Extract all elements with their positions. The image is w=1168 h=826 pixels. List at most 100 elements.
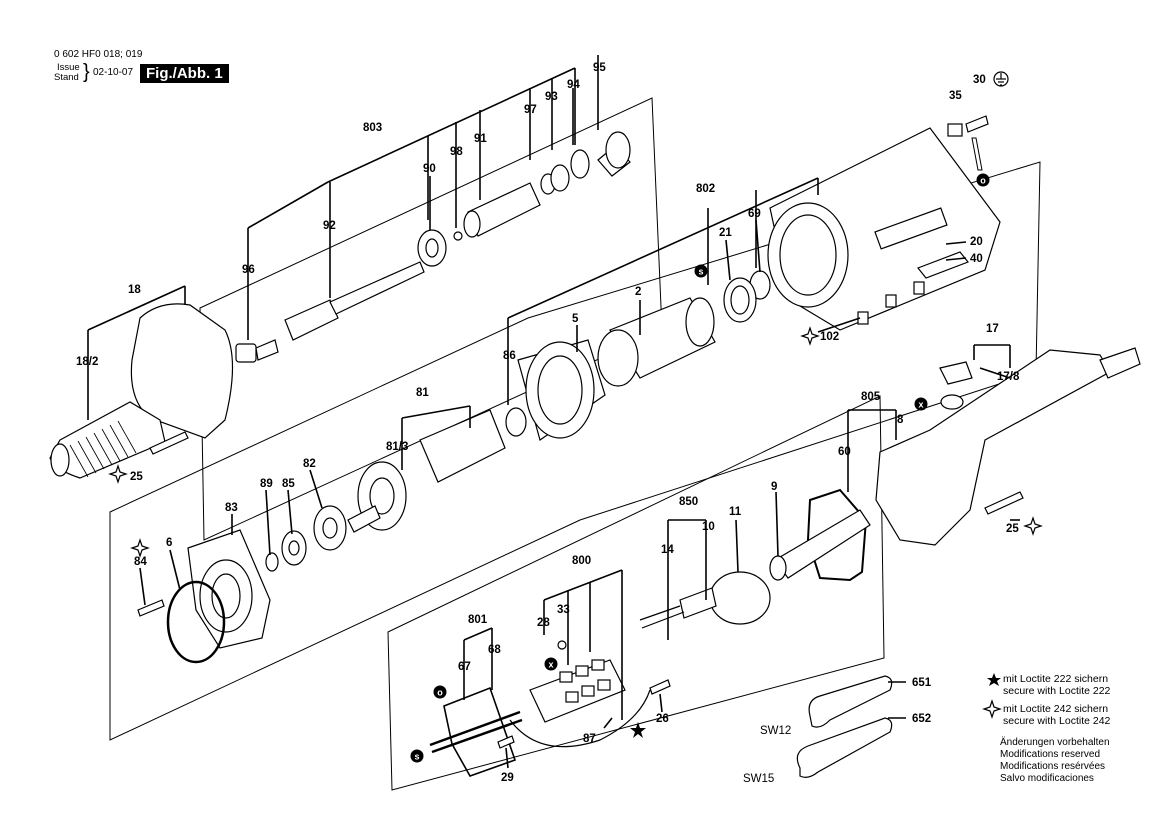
callout-28: 28 — [537, 617, 550, 629]
callout-11: 11 — [729, 506, 742, 518]
part-gear-housing-18 — [130, 303, 234, 439]
callout-95: 95 — [593, 62, 606, 74]
callout-98: 98 — [450, 146, 463, 158]
part-screw-25b — [984, 491, 1024, 515]
part-screw-26 — [649, 679, 671, 695]
marker-s-motor — [694, 264, 708, 278]
callout-82: 82 — [303, 458, 316, 470]
callout-30: 30 — [973, 74, 986, 86]
callout-84: 84 — [134, 556, 147, 568]
callout-651: 651 — [912, 677, 932, 689]
part-screw-84 — [137, 599, 165, 617]
callout-81: 81 — [416, 387, 429, 399]
callout-850: 850 — [679, 496, 698, 508]
callout-802: 802 — [696, 183, 715, 195]
callout-90: 90 — [423, 163, 436, 175]
callout-18: 18 — [128, 284, 141, 296]
part-bearing-93 — [550, 164, 570, 192]
svg-text:o: o — [437, 688, 443, 698]
part-nameplate — [874, 207, 948, 250]
issue-date: 02-10-07 — [93, 67, 134, 78]
callout-67: 67 — [458, 661, 471, 673]
part-tube-9 — [774, 509, 871, 579]
callout-20: 20 — [970, 236, 983, 248]
callout-83: 83 — [225, 502, 238, 514]
svg-text:x: x — [548, 660, 553, 670]
callout-17: 17 — [986, 323, 999, 335]
part-switch-17-8 — [940, 394, 964, 410]
callout-lines — [87, 55, 1020, 769]
part-grip-nose — [50, 443, 70, 477]
callout-6: 6 — [166, 537, 172, 549]
part-cable-holder-801 — [443, 686, 517, 777]
callout-86: 86 — [503, 350, 516, 362]
callout-26: 26 — [656, 713, 669, 725]
callout-87: 87 — [583, 733, 596, 745]
callout-96: 96 — [242, 264, 255, 276]
legend-loctite242-marker — [983, 700, 1001, 718]
callout-29: 29 — [501, 772, 514, 784]
marker-x-handle — [914, 397, 928, 411]
part-switch-knob-17 — [939, 361, 973, 385]
callout-652: 652 — [912, 713, 931, 725]
part-spindle-92 — [284, 299, 339, 341]
loctite222-marker-switch — [630, 722, 646, 738]
panel-switch — [387, 395, 885, 791]
callout-91: 91 — [474, 133, 487, 145]
group-handle — [769, 347, 1141, 582]
issue-label: Issue — [57, 62, 80, 73]
loctite242-marker-25b — [1024, 517, 1042, 535]
legend-loctite222-marker — [987, 673, 1001, 686]
svg-text:x: x — [918, 400, 923, 410]
part-clip-35 — [947, 123, 963, 137]
legend-loctite242-en: secure with Loctite 242 — [1003, 715, 1111, 727]
callout-68: 68 — [488, 644, 501, 656]
callout-14: 14 — [661, 544, 674, 556]
callout-35: 35 — [949, 90, 962, 102]
marker-o-earth — [976, 173, 990, 187]
part-wires-14 — [639, 605, 681, 621]
callout-21: 21 — [719, 227, 732, 239]
group-switch — [429, 571, 893, 778]
callout-25a: 25 — [130, 471, 143, 483]
marker-o-cable — [433, 685, 447, 699]
callout-17-8: 17/8 — [997, 371, 1020, 383]
part-screw-25a — [149, 431, 189, 455]
stand-label: Stand — [54, 72, 79, 83]
note-fr: Modifications resérvées — [1000, 761, 1106, 772]
note-es: Salvo modificaciones — [1000, 773, 1094, 784]
markers: s o x x o s — [109, 71, 1042, 763]
svg-text:s: s — [698, 267, 703, 277]
callout-9: 9 — [771, 481, 777, 493]
part-capacitor-10 — [679, 587, 717, 619]
callout-803: 803 — [363, 122, 382, 134]
callout-85: 85 — [282, 478, 295, 490]
callout-8: 8 — [897, 414, 904, 426]
group-spindle — [49, 131, 631, 479]
callout-800: 800 — [572, 555, 591, 567]
note-en: Modifications reserved — [1000, 749, 1101, 760]
part-nut-96 — [235, 343, 257, 363]
callout-102: 102 — [820, 331, 839, 343]
callout-5: 5 — [572, 313, 579, 325]
part-screw-28 — [557, 640, 567, 650]
part-handle-8 — [875, 349, 1111, 546]
label-sw15: SW15 — [743, 773, 774, 785]
callout-33: 33 — [557, 604, 570, 616]
callout-94: 94 — [567, 79, 580, 91]
callout-10: 10 — [702, 521, 715, 533]
marker-x-switch — [544, 657, 558, 671]
callout-25b: 25 — [1006, 523, 1019, 535]
part-ring-98 — [453, 231, 463, 241]
callout-89: 89 — [260, 478, 273, 490]
callout-69: 69 — [748, 208, 761, 220]
part-cable-sleeve — [1099, 347, 1141, 379]
part-choke-11 — [709, 571, 771, 625]
callout-2: 2 — [635, 286, 641, 298]
part-bearing-94 — [570, 149, 590, 179]
part-lead-87 — [509, 689, 651, 748]
legend-loctite222-en: secure with Loctite 222 — [1003, 685, 1111, 697]
group-motor — [137, 115, 1001, 664]
